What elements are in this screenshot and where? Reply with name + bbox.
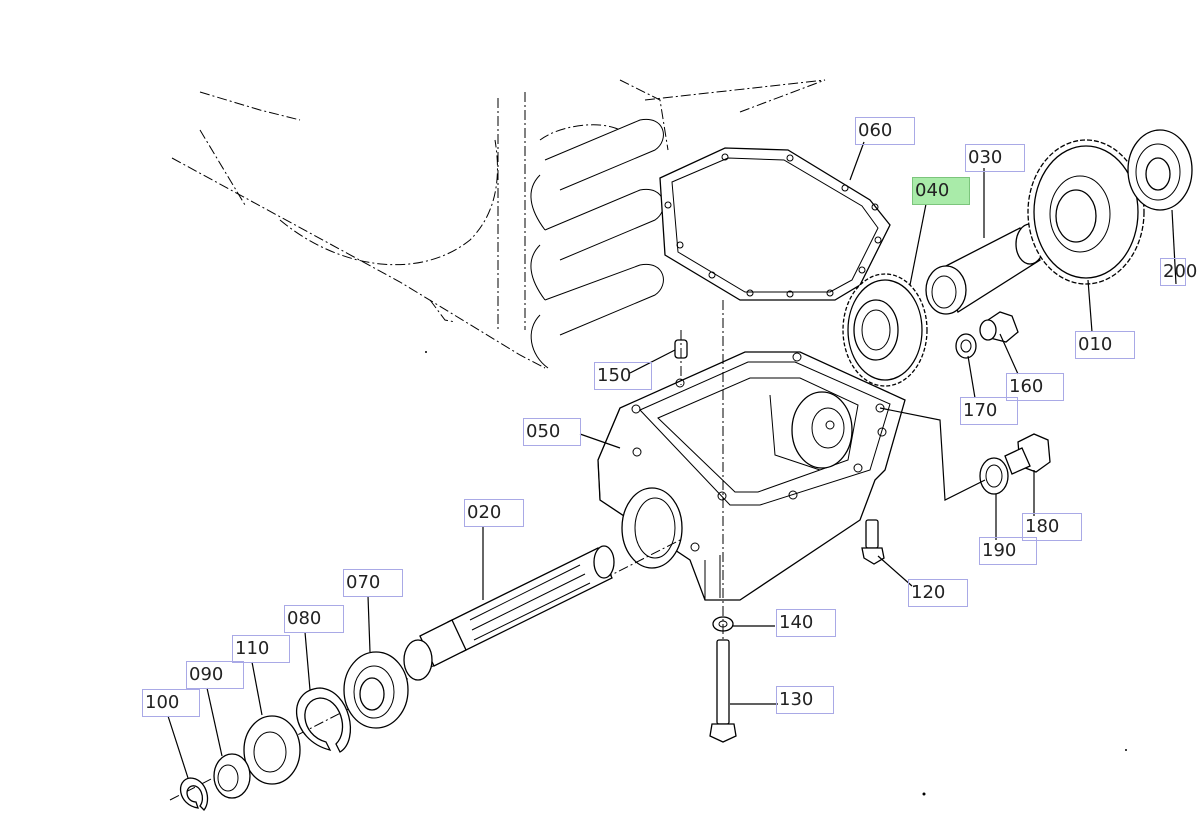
callout-120[interactable]: 120 [908,579,968,607]
collar-090 [213,753,251,799]
gasket-060 [659,147,891,301]
callout-190[interactable]: 190 [979,537,1037,565]
gear-010 [1027,139,1145,285]
callout-150[interactable]: 150 [594,362,652,390]
gear-040 [842,273,928,387]
callout-010[interactable]: 010 [1075,331,1135,359]
transmission-case-outline [171,79,826,369]
plug-160 [979,311,1019,343]
callout-070[interactable]: 070 [343,569,403,597]
callout-160[interactable]: 160 [1006,373,1064,401]
dowel-pin-150 [674,330,688,385]
callout-130[interactable]: 130 [776,686,834,714]
bearing-070 [343,651,409,729]
washer-190 [979,457,1009,495]
callout-200[interactable]: 200 [1160,258,1197,286]
callout-170[interactable]: 170 [960,397,1018,425]
shaft-020 [169,539,681,801]
circlip-100 [180,777,209,811]
plug-180 [1004,433,1051,475]
callout-080[interactable]: 080 [284,605,344,633]
housing-050 [597,351,906,601]
sleeve-030 [925,223,1045,315]
callout-140[interactable]: 140 [776,609,836,637]
callout-040-highlighted[interactable]: 040 [912,177,970,205]
leader-lines [167,141,1177,779]
callout-030[interactable]: 030 [965,144,1025,172]
callout-020[interactable]: 020 [464,499,524,527]
snap-ring-080 [296,687,352,753]
callout-060[interactable]: 060 [855,117,915,145]
bearing-200 [1127,129,1193,211]
callout-050[interactable]: 050 [523,418,581,446]
callout-100[interactable]: 100 [142,689,200,717]
washer-170 [955,333,977,359]
scan-specks [425,351,1127,796]
callout-110[interactable]: 110 [232,635,290,663]
callout-180[interactable]: 180 [1022,513,1082,541]
centerline-plug [879,407,986,501]
bolt-120 [861,519,885,565]
oil-seal-110 [243,715,301,785]
bolt-130 [709,639,737,743]
callout-090[interactable]: 090 [186,661,244,689]
